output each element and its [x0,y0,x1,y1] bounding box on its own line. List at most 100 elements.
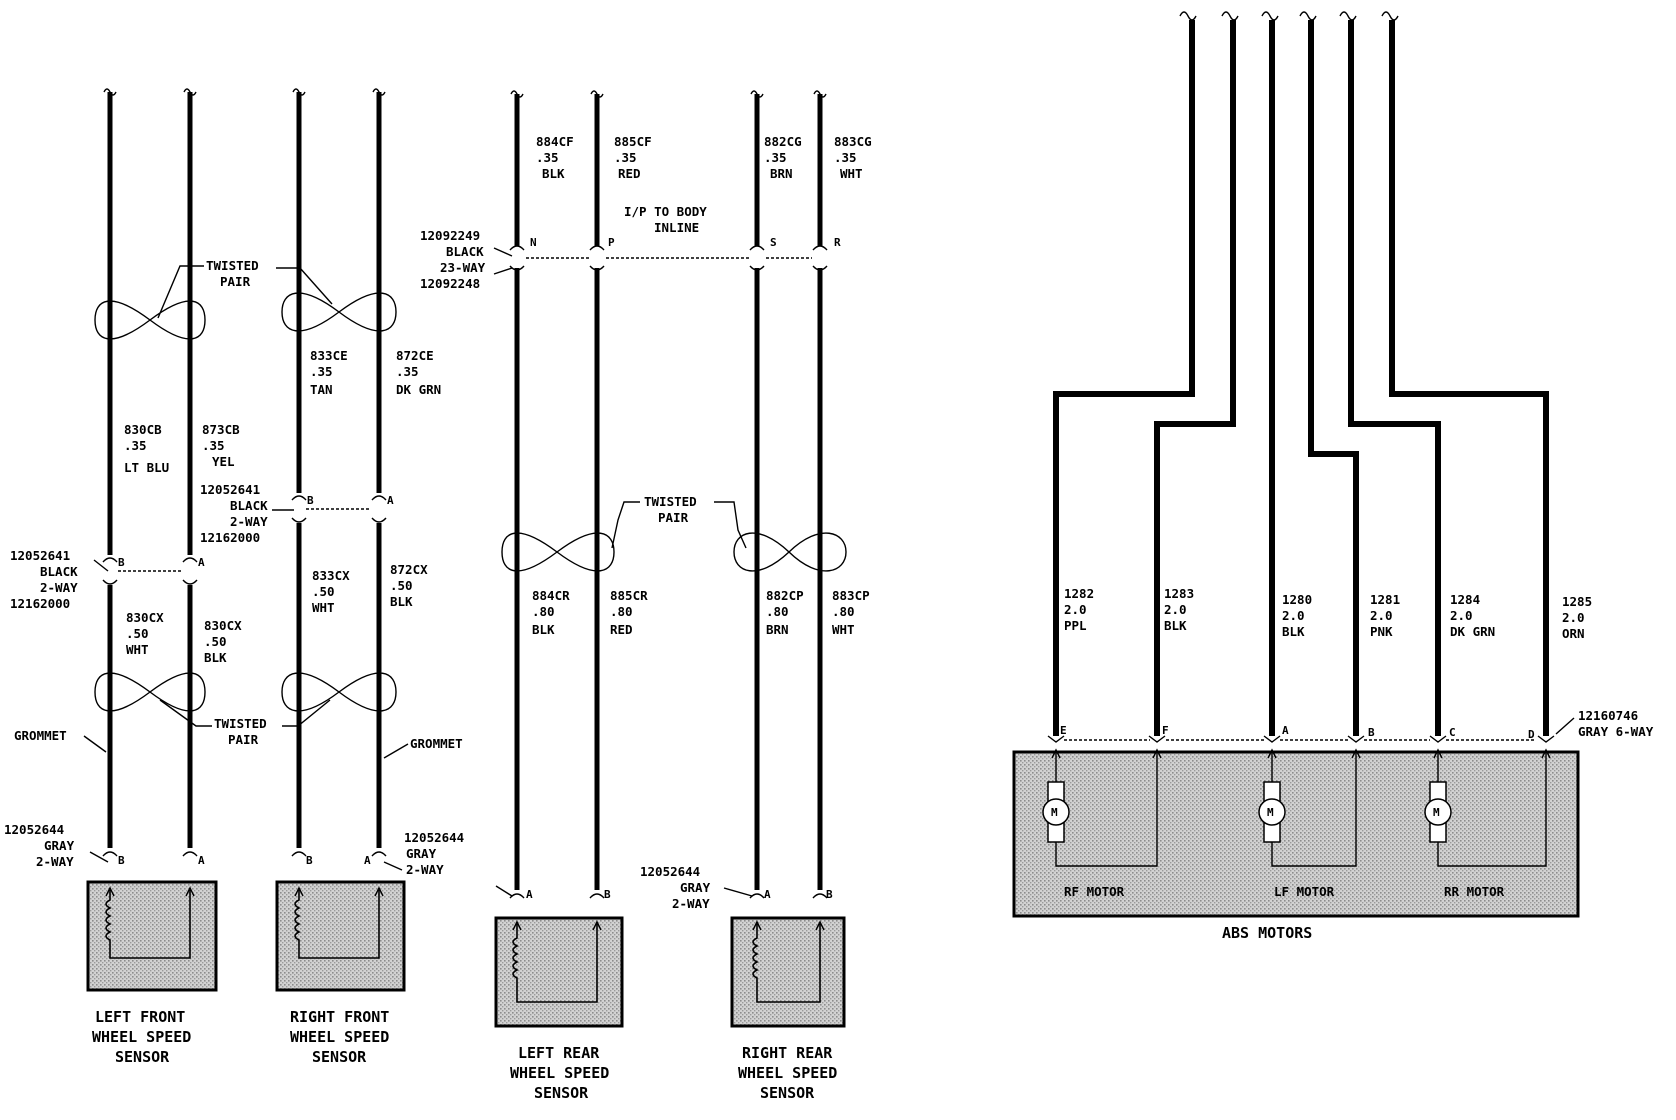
wire-label: 1284 [1450,592,1480,607]
right-front-sensor [275,880,406,992]
twisted-pair-label: PAIR [228,732,259,747]
sensor-name: WHEEL SPEED [510,1064,609,1082]
connector-label: 2-WAY [36,854,74,869]
wire-label: 1282 [1064,586,1094,601]
rf-motor-symbol: M [1042,781,1070,843]
wire-label: 2.0 [1450,608,1473,623]
wire-label: 883CG [834,134,872,149]
twisted-pair-symbol [94,300,206,340]
wire-label: .35 [834,150,857,165]
connector-label: 12092248 [420,276,480,291]
wire-label: YEL [212,454,235,469]
motor-label: LF MOTOR [1274,884,1335,899]
wire-label: .50 [126,626,149,641]
connector-label: GRAY [44,838,75,853]
twisted-pair-symbol [281,292,397,332]
pin-label: B [1368,726,1375,739]
rear-sensors-circuit: 884CF .35 BLK 885CF .35 RED 882CG .35 BR… [420,90,872,1102]
wire-label: BLK [532,622,555,637]
pin-label: F [1162,724,1169,737]
sensor-name: WHEEL SPEED [738,1064,837,1082]
wire-label: BLK [542,166,565,181]
wire-label: 1280 [1282,592,1312,607]
sensor-name: SENSOR [312,1048,367,1066]
left-rear-sensor [494,916,624,1028]
pin-label: E [1060,724,1067,737]
pin-label: B [307,494,314,507]
twisted-pair-symbol [281,672,397,712]
pin-label: P [608,236,615,249]
wire-label: 2.0 [1064,602,1087,617]
wire-label: 884CR [532,588,570,603]
wire-label: 2.0 [1370,608,1393,623]
wire-label: 2.0 [1562,610,1585,625]
wire-label: LT BLU [124,460,169,475]
wire-label: 885CR [610,588,648,603]
wire-label: 873CB [202,422,240,437]
wire-label: .35 [614,150,637,165]
wire-label: .50 [390,578,413,593]
wire-label: RED [618,166,641,181]
wire-label: .50 [204,634,227,649]
wire-label: .80 [766,604,789,619]
wire-label: TAN [310,382,333,397]
wire-label: 833CE [310,348,348,363]
wire-label: BLK [1164,618,1187,633]
wire-label: 830CB [124,422,162,437]
pin-label: D [1528,728,1535,741]
wire-label: .35 [124,438,147,453]
connector-label: 12052641 [10,548,70,563]
connector-12052641 [272,495,387,523]
rr-motor-symbol: M [1424,781,1452,843]
sensor-name: RIGHT FRONT [290,1008,389,1026]
wire-label: BLK [390,594,413,609]
wire-label: 830CX [126,610,164,625]
break-marks [510,90,827,98]
connector-label: 2-WAY [672,896,710,911]
wire-label: 1285 [1562,594,1592,609]
abs-motors-title: ABS MOTORS [1222,924,1312,942]
wire-label: DK GRN [396,382,441,397]
wire-label: 1281 [1370,592,1400,607]
inline-connector-12092249 [493,245,828,275]
wire-label: WHT [832,622,855,637]
twisted-pair-label: PAIR [658,510,689,525]
connector-label: GRAY [680,880,711,895]
pin-label: C [1449,726,1456,739]
motor-symbol-label: M [1267,806,1274,819]
break-marks [292,88,386,96]
sensor-name: SENSOR [534,1084,589,1102]
wire-label: .35 [764,150,787,165]
right-rear-sensor [730,916,846,1028]
pin-label: S [770,236,777,249]
break-marks [103,88,197,96]
pin-label: B [118,854,125,867]
motor-symbol-label: M [1433,806,1440,819]
pin-label: A [387,494,394,507]
wire-label: .35 [310,364,333,379]
right-front-sensor-circuit: 833CE .35 TAN 872CE .35 DK GRN 12052641 … [200,88,464,1066]
connector-label: BLACK [446,244,484,259]
wire-label: 884CF [536,134,574,149]
wire-label: 885CF [614,134,652,149]
twisted-pair-label: PAIR [220,274,251,289]
twisted-pair-label: TWISTED [644,494,697,509]
wire-label: WHT [840,166,863,181]
connector-12052641 [93,557,198,585]
lf-motor-symbol: M [1258,781,1286,843]
wire-label: 883CP [832,588,870,603]
motor-label: RF MOTOR [1064,884,1125,899]
pin-label: A [764,888,771,901]
sensor-name: LEFT FRONT [95,1008,185,1026]
left-front-sensor [86,880,218,992]
grommet-label: GROMMET [14,728,67,743]
pin-label: A [198,854,205,867]
wire-label: .80 [610,604,633,619]
wire-label: 2.0 [1164,602,1187,617]
connector-label: 2-WAY [40,580,78,595]
connector-label: GRAY [406,846,437,861]
inline-label: INLINE [654,220,699,235]
wire-label: PPL [1064,618,1087,633]
sensor-name: SENSOR [760,1084,815,1102]
